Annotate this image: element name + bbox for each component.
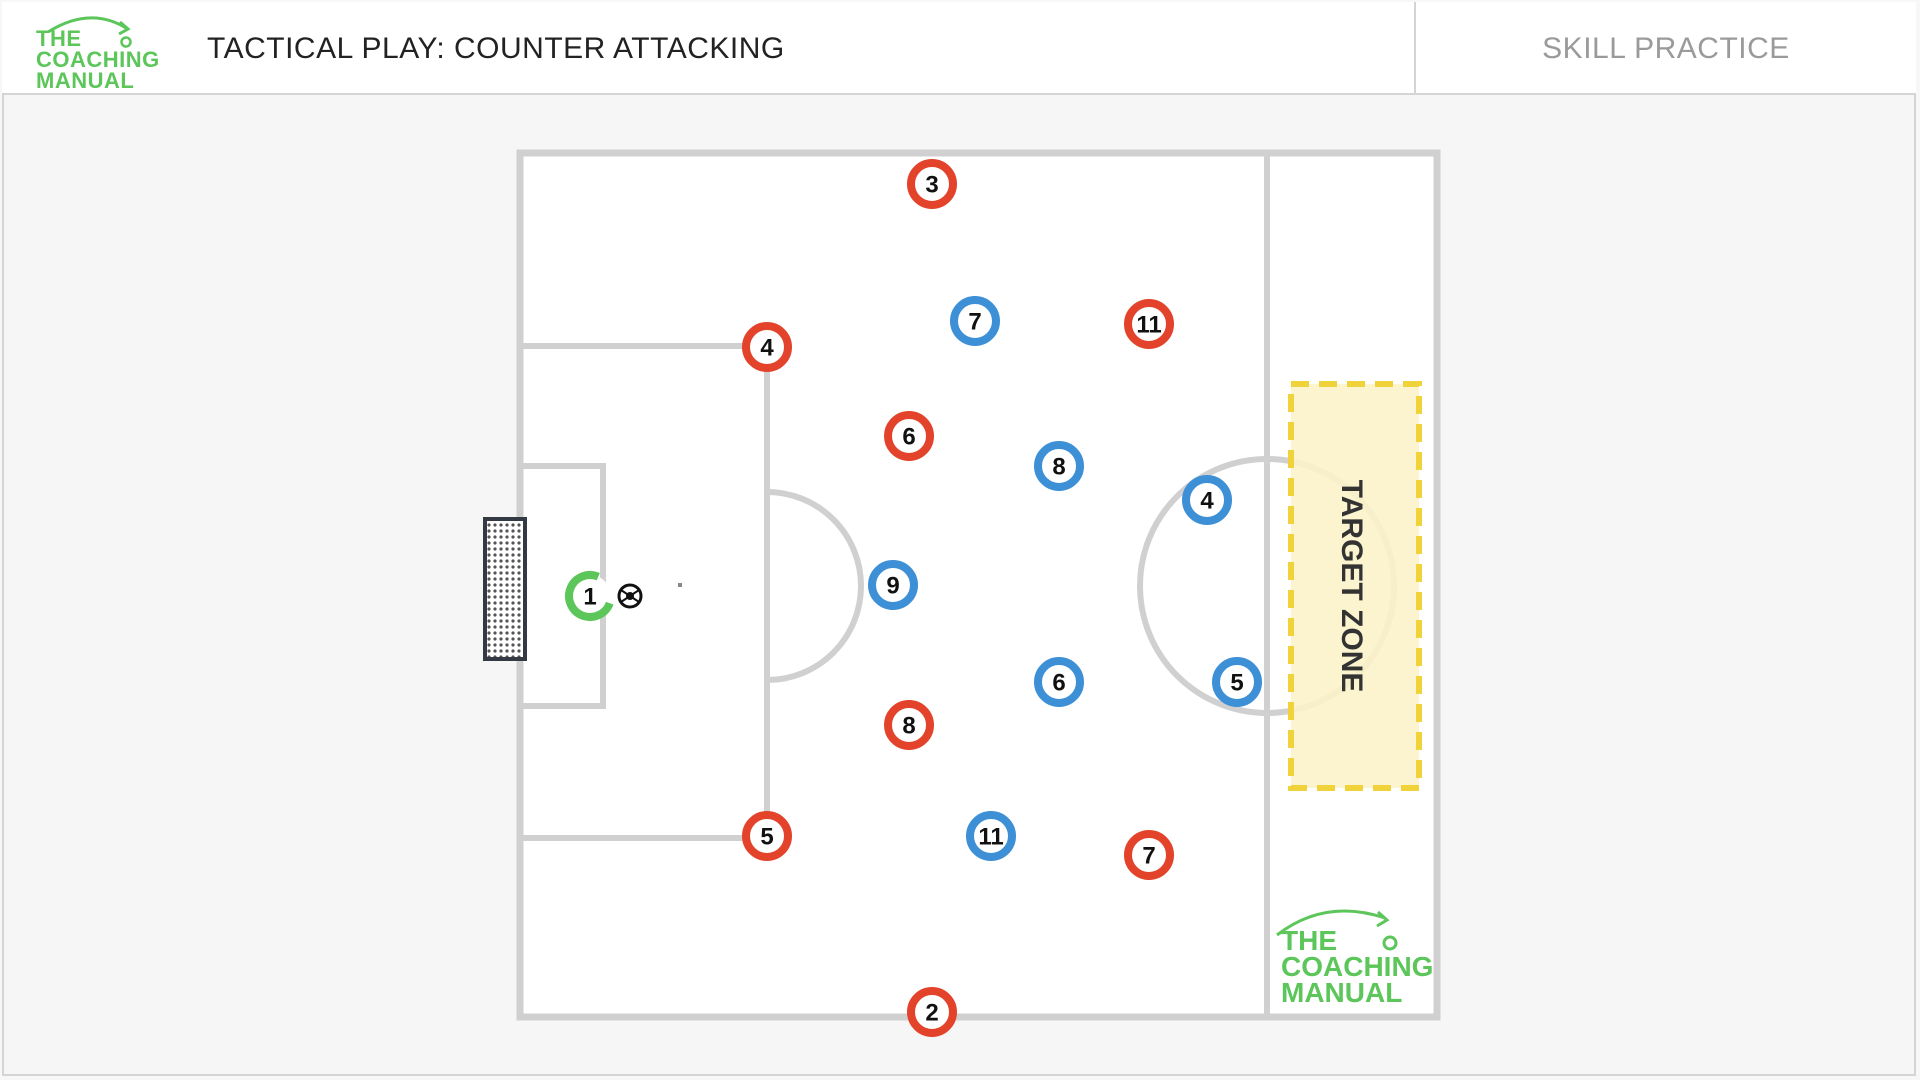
category-label: SKILL PRACTICE	[1542, 32, 1790, 65]
player-number: 8	[902, 713, 915, 740]
player-marker-ring	[966, 811, 1016, 861]
player-marker-ring	[565, 571, 615, 621]
player-red-5: 5	[742, 811, 792, 861]
logo-arrow-icon	[47, 16, 132, 48]
page-title: TACTICAL PLAY: COUNTER ATTACKING	[207, 32, 785, 65]
player-blue-5: 5	[1212, 657, 1262, 707]
player-number: 3	[925, 172, 938, 199]
goal-net	[483, 517, 527, 661]
player-number: 11	[1136, 312, 1161, 339]
player-number: 11	[978, 824, 1003, 851]
player-marker-ring	[884, 700, 934, 750]
player-number: 9	[886, 573, 899, 600]
target-zone	[1288, 381, 1422, 791]
player-blue-8: 8	[1034, 441, 1084, 491]
player-marker-ring	[907, 159, 957, 209]
header-bar: THE COACHING MANUAL TACTICAL PLAY: COUNT…	[2, 2, 1916, 95]
penalty-arc	[766, 489, 864, 683]
player-marker-ring	[742, 811, 792, 861]
player-number: 4	[760, 335, 774, 362]
watermark-line-1: THE	[1281, 925, 1337, 956]
player-marker-ring	[1034, 657, 1084, 707]
player-red-7: 7	[1124, 830, 1174, 880]
player-marker-ring	[742, 322, 792, 372]
player-blue-4: 4	[1182, 475, 1232, 525]
player-number: 6	[1052, 670, 1065, 697]
target-zone-label: TARGET ZONE	[1335, 480, 1368, 693]
watermark-logo: THE COACHING MANUAL	[1276, 909, 1433, 1008]
watermark-line-2: COACHING	[1281, 951, 1433, 982]
player-marker-ring	[1182, 475, 1232, 525]
player-number: 7	[968, 309, 981, 336]
logo-line-1: THE	[36, 26, 82, 51]
logo-line-3: MANUAL	[36, 68, 135, 93]
player-marker-ring	[1124, 830, 1174, 880]
player-blue-6: 6	[1034, 657, 1084, 707]
player-marker-ring	[1212, 657, 1262, 707]
logo-line-2: COACHING	[36, 47, 160, 72]
player-number: 6	[902, 424, 915, 451]
player-number: 8	[1052, 454, 1065, 481]
player-marker-ring	[950, 296, 1000, 346]
player-red-2: 2	[907, 987, 957, 1037]
player-marker-ring	[1034, 441, 1084, 491]
player-marker-ring	[884, 411, 934, 461]
player-number: 7	[1142, 843, 1155, 870]
player-marker-ring	[1124, 299, 1174, 349]
player-red-4: 4	[742, 322, 792, 372]
player-red-3: 3	[907, 159, 957, 209]
player-blue-7: 7	[950, 296, 1000, 346]
player-red-8: 8	[884, 700, 934, 750]
player-red-6: 6	[884, 411, 934, 461]
watermark-line-3: MANUAL	[1281, 977, 1402, 1008]
player-red-11: 11	[1124, 299, 1174, 349]
player-number: 2	[925, 1000, 938, 1027]
ball-icon	[617, 583, 643, 609]
player-number: 1	[583, 584, 596, 611]
player-number: 4	[1200, 488, 1214, 515]
penalty-area	[520, 343, 770, 841]
player-marker-ring	[868, 560, 918, 610]
header-divider	[1414, 2, 1416, 95]
marker-dot	[678, 583, 682, 587]
player-blue-11: 11	[966, 811, 1016, 861]
player-number: 5	[1230, 670, 1243, 697]
coaching-manual-logo: THE COACHING MANUAL	[30, 14, 170, 94]
player-marker-ring	[907, 987, 957, 1037]
player-number: 5	[760, 824, 773, 851]
player-blue-9: 9	[868, 560, 918, 610]
player-goalkeeper-1: 1	[565, 571, 615, 621]
